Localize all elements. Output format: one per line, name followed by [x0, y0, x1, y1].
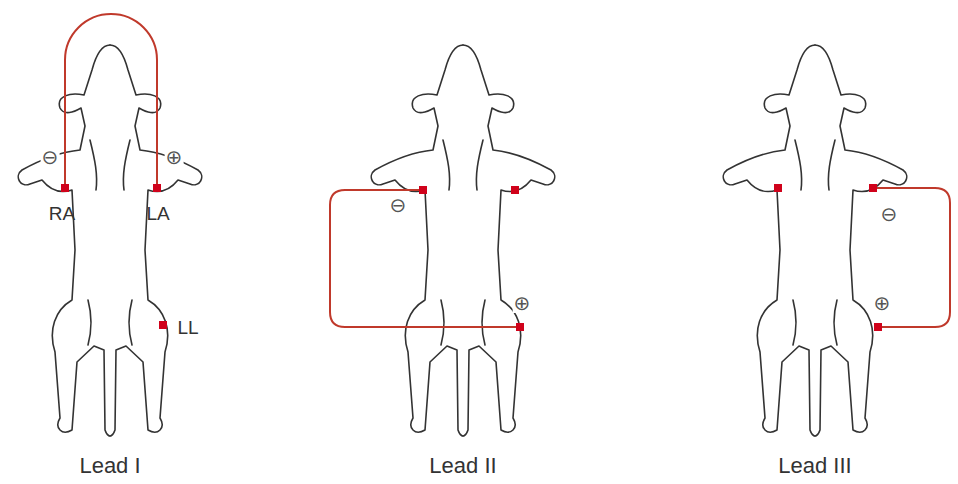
positive-pole: ⊕: [513, 293, 532, 313]
negative-pole: ⊖: [880, 204, 899, 224]
negative-pole: ⊖: [41, 147, 60, 167]
electrode-name: LA: [145, 204, 170, 223]
lead-caption: Lead II: [428, 455, 497, 477]
lead-caption: Lead III: [777, 455, 852, 477]
positive-pole: ⊕: [165, 147, 184, 167]
electrode-name: RA: [48, 204, 76, 223]
lead-caption: Lead I: [78, 455, 141, 477]
electrode-name: LL: [176, 318, 199, 337]
negative-pole: ⊖: [389, 195, 408, 215]
positive-pole: ⊕: [873, 293, 892, 313]
